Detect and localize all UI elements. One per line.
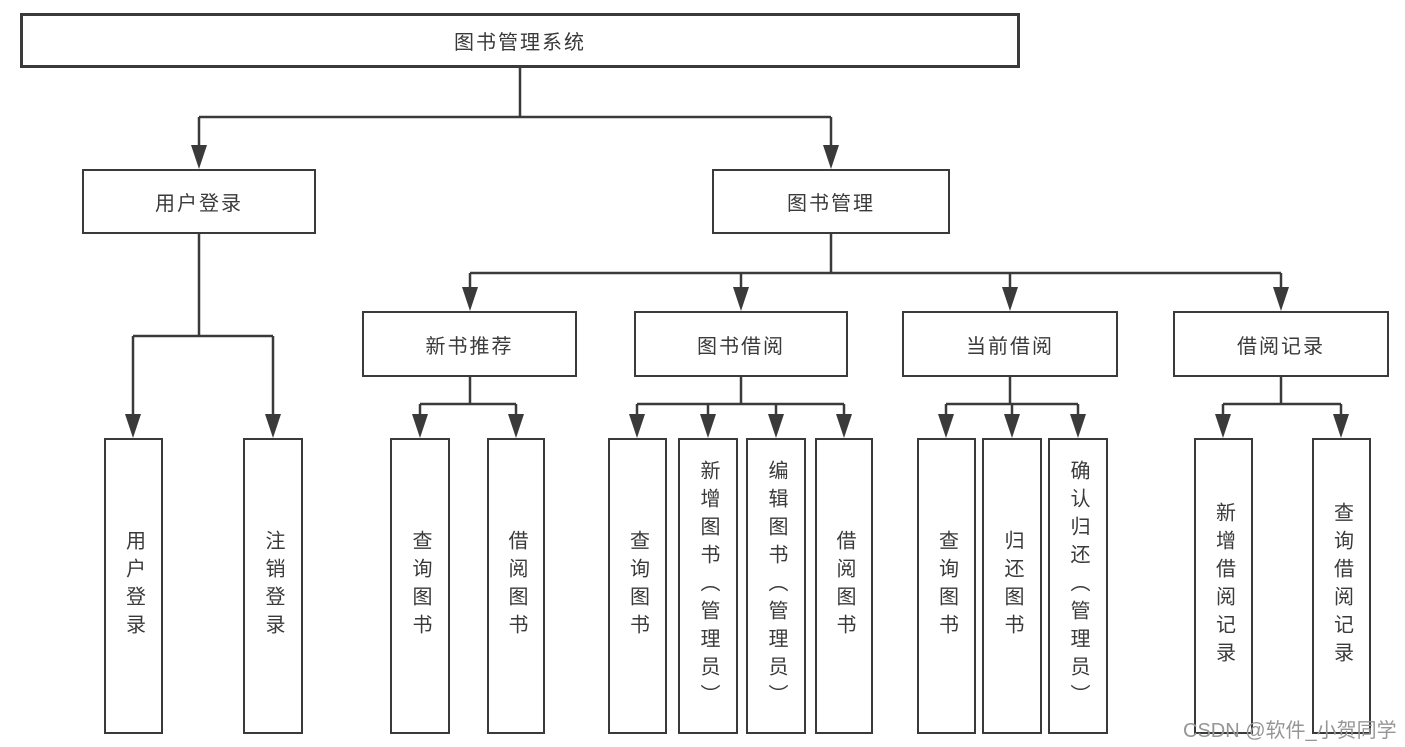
leaf-user-login: 用户登录 [104,438,163,734]
node-new-book-recommend: 新书推荐 [362,311,577,377]
node-current-borrow: 当前借阅 [902,311,1118,377]
node-borrow-records: 借阅记录 [1173,311,1389,377]
leaf-query-books-current: 查询图书 [917,438,976,734]
leaf-query-borrow-record: 查询借阅记录 [1312,438,1371,734]
node-book-borrow: 图书借阅 [634,311,848,377]
node-user-login: 用户登录 [82,169,316,234]
leaf-edit-book-admin: 编辑图书（管理员） [746,438,806,734]
node-root: 图书管理系统 [20,13,1020,68]
leaf-borrow-books-recommend: 借阅图书 [487,438,545,734]
leaf-add-book-admin: 新增图书（管理员） [678,438,738,734]
leaf-query-books-recommend: 查询图书 [390,438,450,734]
leaf-logout: 注销登录 [243,438,303,734]
leaf-add-borrow-record: 新增借阅记录 [1194,438,1253,734]
leaf-borrow-books: 借阅图书 [815,438,873,734]
leaf-return-books: 归还图书 [982,438,1042,734]
watermark: CSDN @软件_小贺同学 [1183,720,1397,742]
leaf-query-books-borrow: 查询图书 [608,438,667,734]
node-book-management: 图书管理 [712,169,950,234]
leaf-confirm-return-admin: 确认归还（管理员） [1048,438,1108,734]
